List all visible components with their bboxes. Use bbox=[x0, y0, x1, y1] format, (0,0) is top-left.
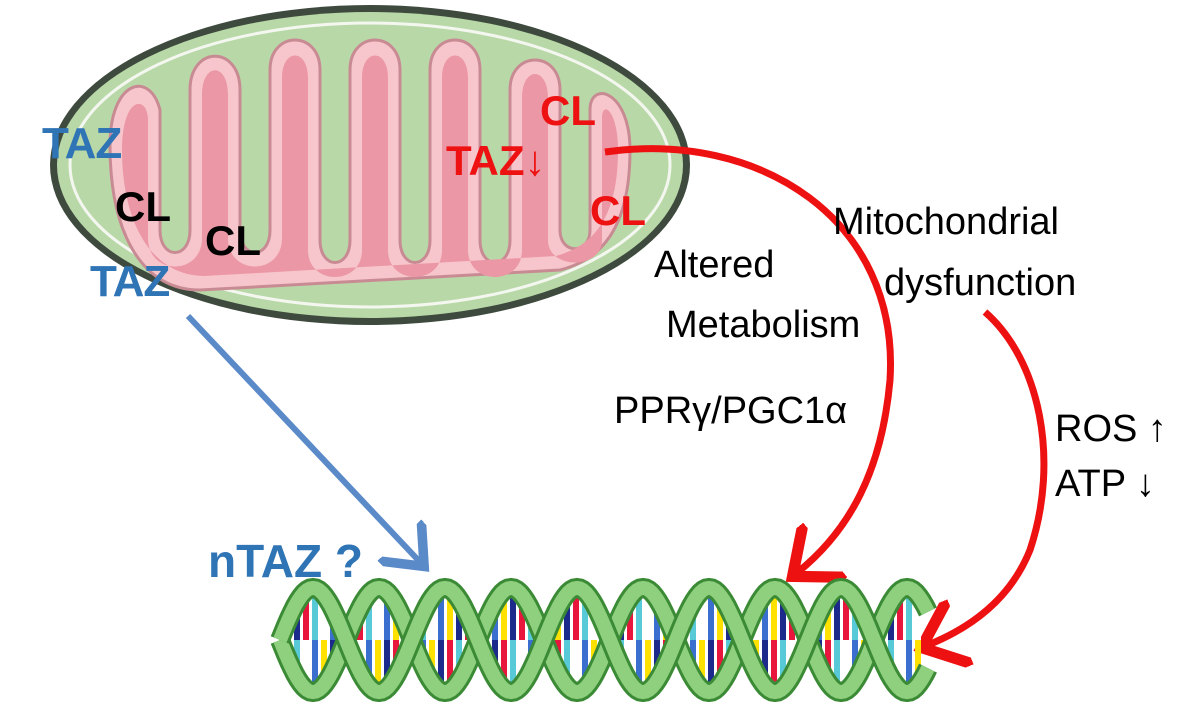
dna-base-pair bbox=[519, 594, 525, 640]
dna-base-pair bbox=[564, 593, 570, 640]
dna-base-pair bbox=[834, 640, 840, 692]
dna-base-pair bbox=[627, 640, 633, 683]
dna-base-pair bbox=[717, 594, 723, 640]
dna-base-pair bbox=[780, 640, 786, 689]
dna-icon bbox=[270, 577, 937, 702]
dna-base-pair bbox=[843, 589, 849, 640]
arrow-metabolism bbox=[604, 145, 894, 572]
ros-label: ROS ↑ bbox=[1055, 408, 1167, 450]
dna-base-pair bbox=[564, 640, 570, 687]
dna-base-pair bbox=[771, 588, 777, 640]
arrow-ntaz bbox=[185, 313, 420, 562]
dna-base-pair bbox=[906, 588, 912, 640]
dna-base-pair bbox=[384, 640, 390, 689]
pathway-label: PPRγ/PGC1α bbox=[614, 390, 848, 432]
dna-base-pair bbox=[699, 640, 705, 690]
dna-base-pair bbox=[312, 640, 318, 692]
dna-base-pair bbox=[321, 594, 327, 640]
dna-base-pair bbox=[429, 640, 435, 683]
dna-base-pair bbox=[366, 593, 372, 640]
dna-base-pair bbox=[636, 640, 642, 692]
atp-label: ATP ↓ bbox=[1055, 463, 1155, 505]
dna-base-pair bbox=[843, 640, 849, 691]
dna-base-pair bbox=[375, 588, 381, 640]
dna-base-pair bbox=[582, 640, 588, 689]
dna-base-pair bbox=[501, 590, 507, 640]
dna-base-pair bbox=[303, 590, 309, 640]
dna-base-pair bbox=[825, 597, 831, 640]
taz-decrease-label: TAZ↓ bbox=[446, 137, 546, 184]
dna-base-pair bbox=[645, 640, 651, 691]
dna-base-pair bbox=[645, 589, 651, 640]
dna-base-pair bbox=[303, 640, 309, 690]
mito-dysfunction-line1: Mitochondrial bbox=[833, 201, 1059, 243]
cl-label-red-bottom: CL bbox=[590, 187, 646, 234]
mitochondrion-icon bbox=[50, 5, 690, 325]
altered-metabolism-line1: Altered bbox=[654, 244, 775, 286]
dna-base-pair bbox=[699, 590, 705, 640]
dna-base-pair bbox=[897, 590, 903, 640]
dna-base-pair bbox=[708, 640, 714, 692]
dna-base-pair bbox=[321, 640, 327, 686]
arrow-dysfunction bbox=[928, 309, 1048, 645]
dna-base-pair bbox=[717, 640, 723, 686]
dna-base-pair bbox=[906, 640, 912, 692]
dna-base-pair bbox=[312, 588, 318, 640]
taz-label-bottom: TAZ bbox=[90, 257, 170, 306]
dna-base-pair bbox=[582, 591, 588, 640]
dna-base-pair bbox=[573, 588, 579, 640]
dna-base-pair bbox=[447, 589, 453, 640]
dna-base-pair bbox=[573, 640, 579, 692]
dna-base-pair bbox=[762, 593, 768, 640]
dna-base-pair bbox=[780, 591, 786, 640]
dna-base-pair bbox=[447, 640, 453, 691]
dna-base-pair bbox=[438, 588, 444, 640]
cl-label-left: CL bbox=[115, 183, 171, 230]
dna-base-pair bbox=[915, 594, 921, 640]
dna-base-pair bbox=[708, 588, 714, 640]
dna-base-pair bbox=[762, 640, 768, 687]
dna-base-pair bbox=[510, 640, 516, 692]
ntaz-label: nTAZ ? bbox=[208, 535, 363, 587]
dna-strand bbox=[273, 580, 935, 700]
cl-label-middle: CL bbox=[205, 217, 261, 264]
dna-base-pair bbox=[519, 640, 525, 686]
dna-base-pair bbox=[384, 591, 390, 640]
dna-base-pair bbox=[429, 597, 435, 640]
dna-base-pair bbox=[897, 640, 903, 690]
dna-base-pair bbox=[636, 588, 642, 640]
dna-base-pair bbox=[438, 640, 444, 692]
altered-metabolism-line2: Metabolism bbox=[666, 304, 861, 346]
cl-label-red-top: CL bbox=[540, 87, 596, 134]
taz-label-top: TAZ bbox=[42, 119, 122, 168]
dna-base-pair bbox=[825, 640, 831, 683]
dna-base-pair bbox=[375, 640, 381, 692]
dna-base-pair bbox=[501, 640, 507, 690]
dna-base-pair bbox=[915, 640, 921, 686]
dna-base-pair bbox=[771, 640, 777, 692]
dna-base-pair bbox=[510, 588, 516, 640]
dna-strand bbox=[273, 580, 935, 700]
dna-base-pair bbox=[834, 588, 840, 640]
dna-base-pair bbox=[366, 640, 372, 687]
mito-dysfunction-line2: dysfunction bbox=[884, 262, 1077, 304]
dna-base-pair bbox=[627, 597, 633, 640]
